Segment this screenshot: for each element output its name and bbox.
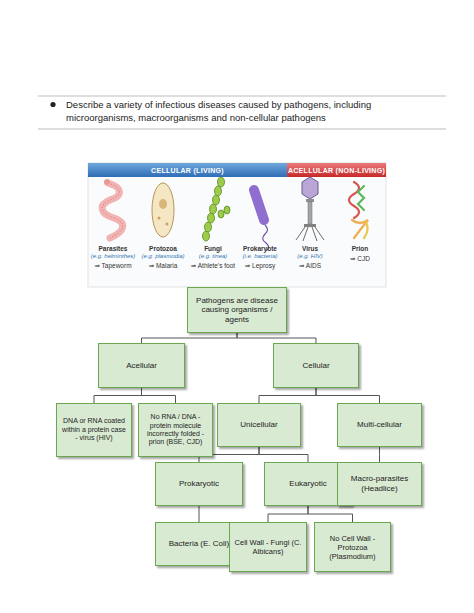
virus-head xyxy=(302,177,318,199)
node-text: Unicellular xyxy=(240,420,277,430)
rule-line xyxy=(38,129,446,130)
leaf-box: No RNA / DNA - protein molecule incorrec… xyxy=(138,403,213,457)
organism-name: Prion xyxy=(330,245,390,252)
protozoa-picture xyxy=(152,183,174,237)
prion-loop xyxy=(352,220,368,238)
node-text: Macro-parasites (Headlice) xyxy=(341,474,418,493)
disease-name: ⇒ AIDS xyxy=(280,262,340,269)
disease-name: ⇒ Athlete's foot xyxy=(183,262,243,269)
tree-connector xyxy=(94,388,142,403)
fungi-picture xyxy=(203,177,231,241)
tree-connector xyxy=(379,447,380,462)
node-text: Pathogens are disease causing organisms … xyxy=(191,296,283,325)
tree-connector xyxy=(237,333,316,343)
virus-legs xyxy=(296,227,324,241)
category-box: Prokaryotic xyxy=(155,462,243,506)
hypha-cell xyxy=(210,204,217,214)
organism-example: (e.g. HIV) xyxy=(280,253,340,260)
tree-connector xyxy=(259,447,308,462)
organism-name: Prokaryote xyxy=(230,245,290,252)
tree-connector xyxy=(316,388,380,403)
hypha-cell xyxy=(218,177,225,187)
hypha-cell xyxy=(215,186,222,196)
worm-segments xyxy=(102,183,123,238)
bacterium-rod xyxy=(254,190,264,220)
root-box: Pathogens are disease causing organisms … xyxy=(187,287,287,333)
node-text: DNA or RNA coated within a protein case … xyxy=(60,417,128,442)
hypha-cell xyxy=(224,206,230,214)
leaf-box: DNA or RNA coated within a protein case … xyxy=(56,403,132,457)
organism-example: (e.g. helminthes) xyxy=(83,253,143,260)
bacteria-picture xyxy=(254,190,269,251)
virus-baseplate xyxy=(304,224,316,227)
node-text: Cellular xyxy=(302,361,329,371)
leaf-box: Cell Wall - Fungi (C. Albicans) xyxy=(229,522,307,572)
node-text: No RNA / DNA - protein molecule incorrec… xyxy=(142,413,209,447)
virus-tail xyxy=(308,202,312,224)
node-text: ACELLULAR (NON-LIVING) xyxy=(288,167,385,174)
organism-example: (e.g. tinea) xyxy=(183,253,243,260)
category-box: Acellular xyxy=(98,343,185,388)
virus-picture xyxy=(296,177,324,241)
objective-text: Describe a variety of infectious disease… xyxy=(66,98,438,125)
hypha-cell xyxy=(213,195,220,205)
node-text: No Cell Wall - Protozoa (Plasmodium) xyxy=(318,534,387,561)
node-text: Acellular xyxy=(126,361,157,371)
category-box: Cellular xyxy=(273,343,359,388)
worm-head xyxy=(104,179,110,185)
leaf-box: Macro-parasites (Headlice) xyxy=(337,462,422,506)
disease-name: ⇒ CJD xyxy=(330,255,390,262)
tapeworm-picture xyxy=(102,179,123,238)
category-box: Unicellular xyxy=(217,403,301,447)
disease-name: ⇒ Malaria xyxy=(133,262,193,269)
rule-line xyxy=(38,96,446,97)
hypha-cell xyxy=(205,222,212,232)
prion-helix xyxy=(349,182,359,218)
tree-connector xyxy=(308,506,353,522)
protozoa-granule xyxy=(158,217,161,220)
node-text: Eukaryotic xyxy=(289,479,326,489)
virus-collar xyxy=(306,199,314,202)
organism-name: Fungi xyxy=(183,245,243,252)
organism-name: Virus xyxy=(280,245,340,252)
protozoa-granule xyxy=(166,223,169,226)
hypha-cell xyxy=(203,231,210,241)
hypha-cell xyxy=(218,210,224,218)
tree-connector xyxy=(268,506,308,522)
disease-name: ⇒ Tapeworm xyxy=(83,262,143,269)
node-text: Multi-cellular xyxy=(357,420,402,430)
organism-name: Parasites xyxy=(83,245,143,252)
organism-name: Protozoa xyxy=(133,245,193,252)
cellular-band: CELLULAR (LIVING) xyxy=(88,163,287,177)
node-text: CELLULAR (LIVING) xyxy=(151,167,224,174)
tree-connector xyxy=(142,388,176,403)
prion-strand xyxy=(358,186,364,210)
prion-loop xyxy=(364,222,368,238)
organism-example: (e.g. plasmodia) xyxy=(133,253,193,260)
node-text: Bacteria (E. Coli) xyxy=(169,539,229,549)
bullet-dot xyxy=(50,102,55,107)
protozoa-cell xyxy=(152,183,174,237)
worm-body xyxy=(102,183,123,238)
organism-example: (i.e. bacteria) xyxy=(230,253,290,260)
tree-connector xyxy=(142,333,238,343)
tree-connector xyxy=(199,506,200,522)
acellular-band: ACELLULAR (NON-LIVING) xyxy=(287,163,386,177)
tree-connector xyxy=(259,388,316,403)
category-box: Multi-cellular xyxy=(337,403,422,447)
illustration-panel xyxy=(88,163,386,287)
node-text: Prokaryotic xyxy=(179,479,219,489)
disease-name: ⇒ Leprosy xyxy=(230,262,290,269)
hypha-cell xyxy=(208,213,215,223)
protozoa-nucleus xyxy=(159,199,167,209)
leaf-box: No Cell Wall - Protozoa (Plasmodium) xyxy=(314,522,391,572)
node-text: Cell Wall - Fungi (C. Albicans) xyxy=(233,538,303,556)
prion-picture xyxy=(349,182,368,238)
